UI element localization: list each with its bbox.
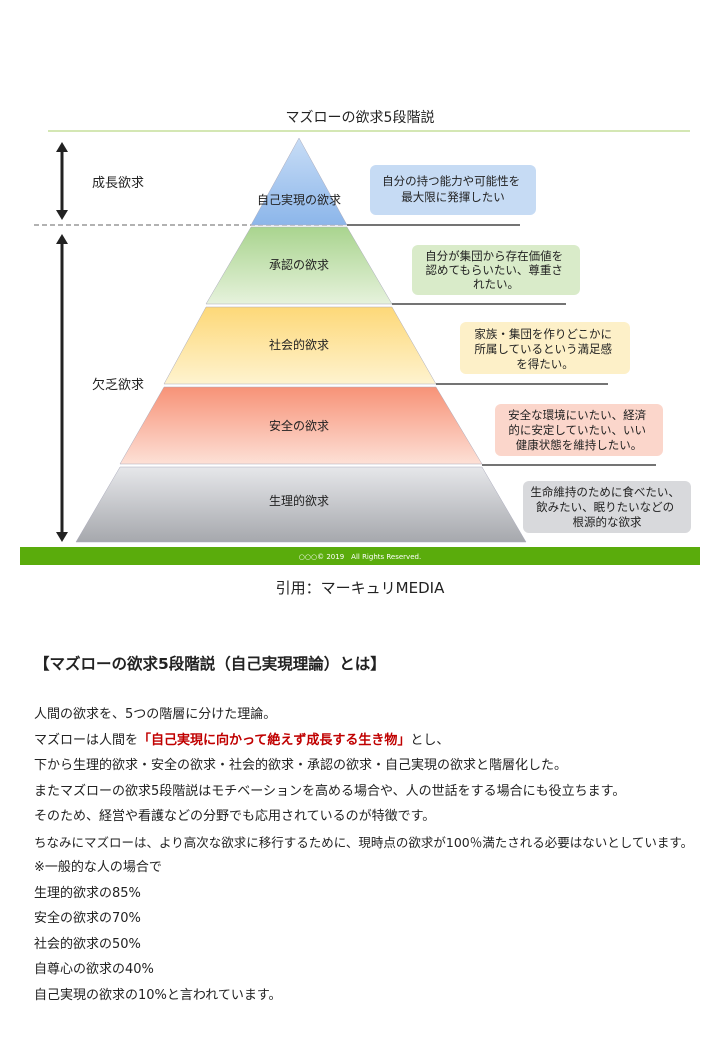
- growth-range-arrow: [56, 142, 68, 220]
- image-caption: 引用：マーキュリMEDIA: [275, 579, 445, 597]
- desc-text-self-actualization: 自分の持つ能力や可能性を 最大限に発揮したい: [382, 174, 524, 204]
- paragraph: そのため、経営や看護などの分野でも応用されているのが特徴です。: [34, 809, 436, 824]
- diagram-title: マズローの欲求5段階説: [286, 110, 435, 126]
- paragraph: 安全の欲求の70%: [34, 911, 141, 926]
- desc-text-safety: 安全な環境にいたい、経済 的に安定していたい、いい 健康状態を維持したい。: [508, 408, 650, 452]
- desc-box-physiological: [523, 481, 691, 533]
- maslow-pyramid-diagram: マズローの欲求5段階説 成長欲求 欠乏欲求 自己実現の欲求 承認の欲求 社会的欲…: [20, 110, 700, 565]
- tier-label-safety: 安全の欲求: [269, 418, 329, 433]
- paragraph-text: とし、: [410, 732, 450, 748]
- desc-box-self-actualization: [370, 165, 536, 215]
- tier-safety: [119, 386, 483, 465]
- desc-text-social: 家族・集団を作りどこかに 所属しているという満足感 を得たい。: [474, 327, 615, 371]
- tier-physiological: [75, 466, 527, 543]
- tier-label-physiological: 生理的欲求: [269, 493, 329, 508]
- desc-box-esteem: [412, 245, 580, 295]
- desc-box-safety: [495, 404, 663, 456]
- growth-group-label: 成長欲求: [92, 175, 144, 191]
- tier-label-social: 社会的欲求: [269, 337, 329, 352]
- paragraph: 社会的欲求の50%: [34, 936, 141, 952]
- paragraph: ちなみにマズローは、より高次な欲求に移行するために、現時点の欲求が100％満たさ…: [34, 834, 694, 850]
- paragraph: 自尊心の欲求の40%: [34, 962, 154, 977]
- tier-label-self-actualization: 自己実現の欲求: [257, 192, 341, 207]
- article-body: 人間の欲求を、5つの階層に分けた理論。 マズローは人間を「自己実現に向かって絶え…: [34, 702, 714, 1008]
- desc-text-esteem: 自分が集団から存在価値を 認めてもらいたい、尊重さ れたい。: [425, 249, 567, 291]
- section-heading: 【マズローの欲求5段階説（自己実現理論）とは】: [34, 655, 386, 673]
- paragraph: ※一般的な人の場合で: [34, 860, 162, 875]
- paragraph: 人間の欲求を、5つの階層に分けた理論。: [34, 707, 277, 722]
- tier-label-esteem: 承認の欲求: [269, 257, 329, 272]
- footer-bar: [20, 547, 700, 565]
- paragraph: 自己実現の欲求の10%と言われています。: [34, 987, 282, 1003]
- desc-box-social: [460, 322, 630, 374]
- footer-copyright: ○○○© 2019 All Rights Reserved.: [299, 553, 421, 561]
- emphasized-phrase: 「自己実現に向かって絶えず成長する生き物」: [138, 732, 411, 748]
- desc-text-physiological: 生命維持のために食べたい、 飲みたい、眠りたいなどの 根源的な欲求: [530, 485, 683, 529]
- tier-self-actualization: [250, 137, 348, 226]
- paragraph: またマズローの欲求5段階説はモチベーションを高める場合や、人の世話をする場合にも…: [34, 783, 626, 799]
- paragraph-with-emphasis: マズローは人間を「自己実現に向かって絶えず成長する生き物」とし、: [34, 728, 714, 754]
- paragraph: 下から生理的欲求・安全の欲求・社会的欲求・承認の欲求・自己実現の欲求と階層化した…: [34, 758, 568, 773]
- paragraph: 生理的欲求の85%: [34, 885, 141, 901]
- deficiency-range-arrow: [56, 234, 68, 542]
- paragraph-text: マズローは人間を: [34, 732, 139, 748]
- deficiency-group-label: 欠乏欲求: [92, 377, 144, 393]
